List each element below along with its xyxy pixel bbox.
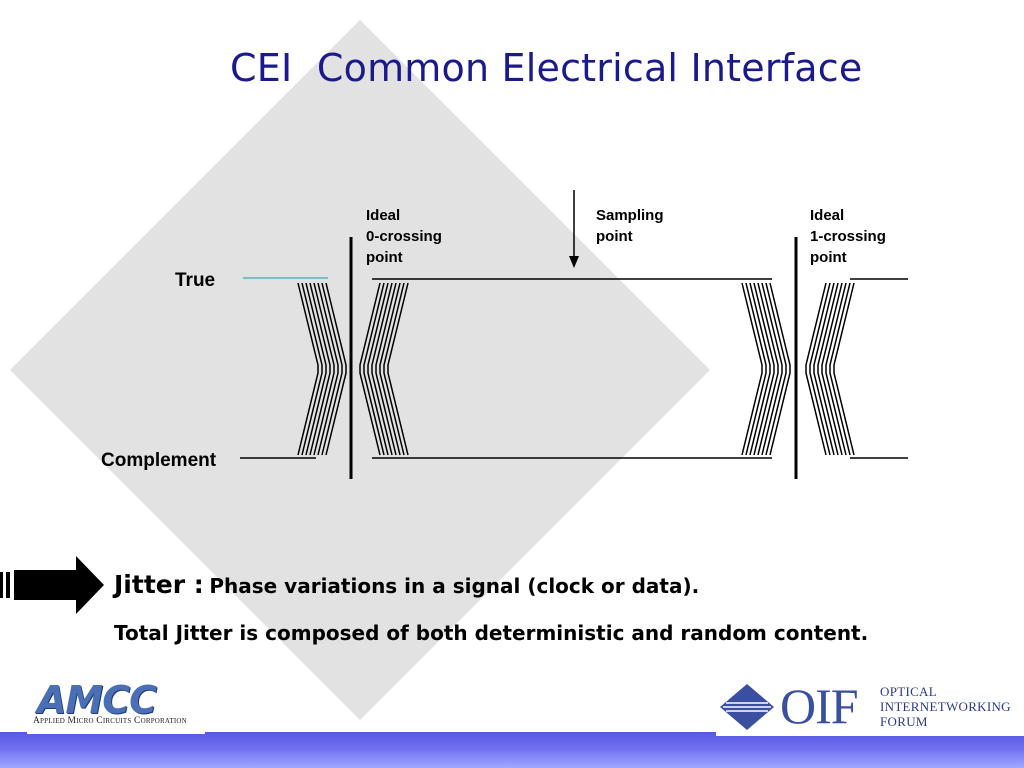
- oif-logo-word: OIF: [780, 678, 859, 734]
- jitter-edge-line: [753, 282, 775, 456]
- ideal-zero-line2: 0-crossing: [366, 228, 442, 245]
- jitter-edge-line: [305, 282, 327, 456]
- jitter-edge-line: [809, 282, 831, 456]
- jitter-eye-diagram: True Complement Ideal 0-crossing point S…: [101, 190, 908, 479]
- jitter-edge-line: [813, 282, 835, 456]
- sampling-point-label: Sampling point: [596, 207, 668, 245]
- jitter-edge-line: [309, 282, 331, 456]
- jitter-definition: Phase variations in a signal (clock or d…: [209, 574, 700, 598]
- jitter-edge-line: [379, 282, 401, 456]
- jitter-edge-line: [821, 282, 843, 456]
- ideal-zero-crossing-label: Ideal 0-crossing point: [366, 207, 446, 266]
- jitter-edge-line: [297, 282, 319, 456]
- footer-bar: [0, 732, 1024, 768]
- slide-title: CEI Common Electrical Interface: [230, 46, 863, 90]
- oif-text-line3: FORUM: [880, 714, 928, 729]
- jitter-edge-line: [745, 282, 767, 456]
- jitter-edge-line: [383, 282, 405, 456]
- amcc-logo-subtitle: Applied Micro Circuits Corporation: [33, 716, 187, 726]
- jitter-edge-line: [317, 282, 339, 456]
- complement-label: Complement: [101, 450, 217, 471]
- jitter-edge-line: [741, 282, 763, 456]
- jitter-edge-line: [367, 282, 389, 456]
- oif-text-line2: INTERNETWORKING: [880, 699, 1011, 714]
- jitter-transition-bundle: [297, 282, 347, 456]
- jitter-transition-bundle: [741, 282, 791, 456]
- oif-logo: OIF OPTICAL INTERNETWORKING FORUM: [716, 676, 1024, 736]
- sampling-line1: Sampling: [596, 207, 664, 224]
- jitter-edge-line: [359, 282, 381, 456]
- jitter-edge-line: [387, 282, 409, 456]
- jitter-edge-line: [765, 282, 787, 456]
- jitter-edge-line: [761, 282, 783, 456]
- ideal-one-line2: 1-crossing: [810, 228, 886, 245]
- jitter-definition-line: Jitter : Phase variations in a signal (c…: [114, 570, 699, 599]
- sampling-line2: point: [596, 228, 633, 245]
- oif-text-line1: OPTICAL: [880, 684, 937, 699]
- ideal-one-line1: Ideal: [810, 207, 844, 224]
- jitter-transition-bundle: [805, 282, 855, 456]
- jitter-term: Jitter :: [114, 570, 204, 599]
- sampling-arrow: [569, 190, 579, 268]
- jitter-edge-line: [321, 282, 343, 456]
- jitter-edge-line: [805, 282, 827, 456]
- jitter-edge-line: [301, 282, 323, 456]
- total-jitter-line: Total Jitter is composed of both determi…: [114, 621, 869, 645]
- ideal-zero-line1: Ideal: [366, 207, 400, 224]
- jitter-edge-line: [829, 282, 851, 456]
- ideal-one-crossing-label: Ideal 1-crossing point: [810, 207, 890, 266]
- true-label: True: [175, 270, 215, 291]
- jitter-edge-line: [833, 282, 855, 456]
- jitter-edge-line: [325, 282, 347, 456]
- jitter-edge-line: [363, 282, 385, 456]
- jitter-edge-line: [769, 282, 791, 456]
- jitter-transition-bundle: [359, 282, 409, 456]
- jitter-edge-line: [817, 282, 839, 456]
- jitter-edge-line: [757, 282, 779, 456]
- ideal-zero-line3: point: [366, 249, 403, 266]
- jitter-edge-line: [825, 282, 847, 456]
- arrow-bullet-icon: [0, 556, 104, 614]
- jitter-edge-line: [749, 282, 771, 456]
- oif-logo-text: OPTICAL INTERNETWORKING FORUM: [880, 684, 1011, 729]
- jitter-edge-line: [371, 282, 393, 456]
- amcc-logo: AMCC Applied Micro Circuits Corporation: [27, 676, 205, 734]
- jitter-edge-line: [313, 282, 335, 456]
- jitter-edge-line: [375, 282, 397, 456]
- ideal-one-line3: point: [810, 249, 847, 266]
- oif-diamond-icon: [720, 684, 774, 730]
